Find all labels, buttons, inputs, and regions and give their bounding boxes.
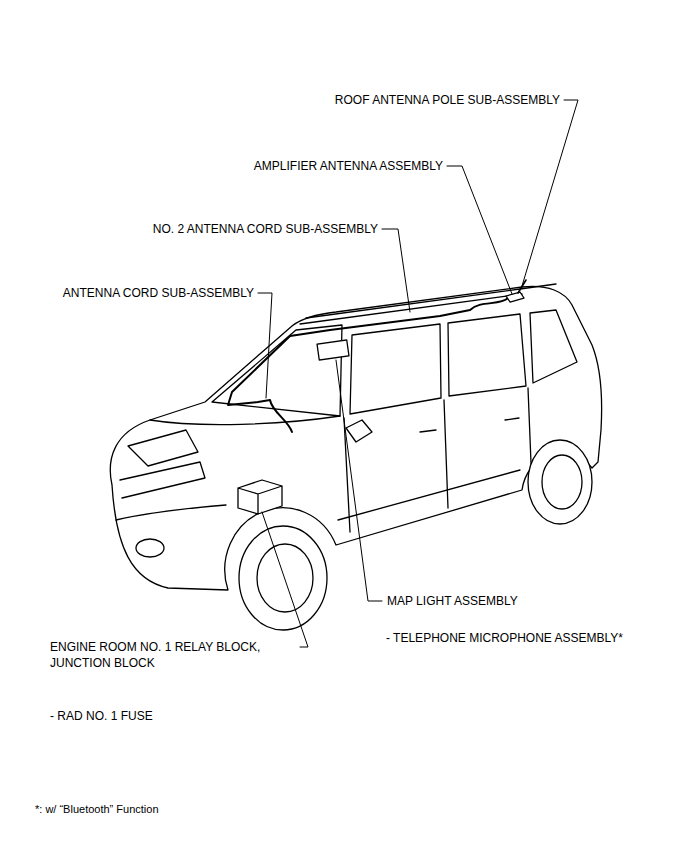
door-line: [344, 418, 350, 532]
door-line: [444, 400, 448, 508]
antenna-pole: [518, 280, 526, 293]
part-label: - TELEPHONE MICROPHONE ASSEMBLY*: [386, 630, 623, 646]
car-body: [110, 286, 601, 590]
map-light: [317, 340, 349, 360]
part-label: MAP LIGHT ASSEMBLY: [387, 593, 518, 609]
relay-block: [238, 480, 282, 514]
part-label: NO. 2 ANTENNA CORD SUB-ASSEMBLY: [153, 221, 378, 237]
no2-antenna-cord: [330, 298, 508, 330]
part-label: AMPLIFIER ANTENNA ASSEMBLY: [254, 158, 443, 174]
headlight: [128, 430, 198, 466]
front-door-window: [350, 324, 441, 414]
part-label: *: w/ “Bluetooth” Function: [35, 801, 159, 817]
bumper-line: [116, 505, 226, 520]
amplifier-antenna: [506, 292, 524, 302]
part-label: ENGINE ROOM NO. 1 RELAY BLOCK, JUNCTION …: [50, 639, 295, 671]
rear-door-window: [448, 314, 526, 396]
roof-rail: [306, 284, 556, 318]
fog-light: [136, 539, 164, 557]
part-label: ANTENNA CORD SUB-ASSEMBLY: [63, 285, 254, 301]
door-handle: [420, 430, 436, 432]
wheel: [239, 526, 327, 630]
leader-line: [522, 100, 578, 286]
leader-line: [262, 512, 308, 647]
leader-line: [258, 293, 272, 398]
leader-line: [336, 360, 382, 601]
door-handle: [505, 418, 519, 420]
antenna-cord: [228, 330, 330, 432]
wheel: [528, 440, 592, 524]
sill-line: [338, 470, 520, 520]
quarter-window: [530, 310, 577, 383]
part-label: - RAD NO. 1 FUSE: [50, 708, 153, 724]
leader-line: [447, 166, 512, 294]
side-mirror: [346, 420, 372, 442]
windshield: [212, 325, 342, 416]
leader-line: [382, 229, 410, 312]
hood-line: [150, 416, 340, 425]
wheel-rim: [542, 455, 582, 509]
part-label: ROOF ANTENNA POLE SUB-ASSEMBLY: [335, 92, 560, 108]
grille: [120, 462, 205, 498]
